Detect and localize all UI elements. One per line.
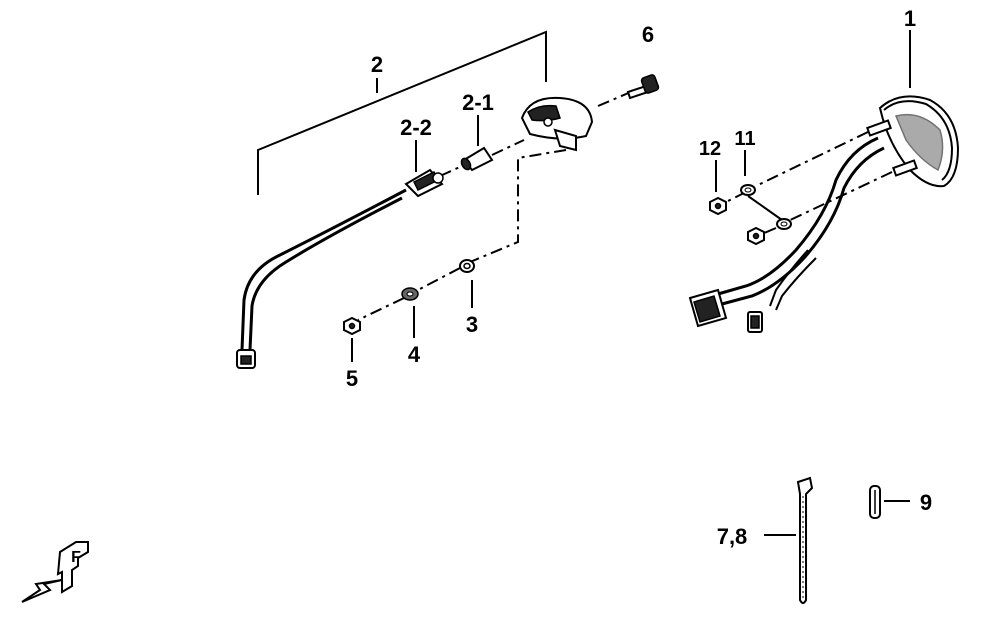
cable-tie-7-8 [796,476,814,604]
bolt-6 [626,74,660,100]
label-part-1: 1 [904,6,916,31]
nut-5 [343,316,361,336]
label-part-11: 11 [734,128,755,150]
label-part-3: 3 [466,312,478,337]
nut-12-lower [747,226,765,246]
label-part-5: 5 [346,366,358,391]
label-part-2-1: 2-1 [462,90,494,115]
tail-light-1 [866,95,960,188]
dash-lockwasher-nut [357,297,405,321]
label-part-7-8: 7,8 [717,524,748,549]
nut-12-upper [709,196,727,216]
tail-light-wiring [688,136,885,333]
front-marker-label: F [71,549,81,566]
license-light-housing [520,96,594,152]
dash-washer-nut-12 [721,191,747,205]
dash-washer-nut-lower [761,227,777,235]
label-part-6: 6 [642,22,654,47]
label-part-12: 12 [699,138,721,160]
front-direction-arrow-icon [21,541,89,603]
dash-washer-lockwasher [417,267,461,291]
label-part-4: 4 [408,342,421,367]
lock-washer-4 [401,287,419,301]
label-part-2-2: 2-2 [400,115,432,140]
washer-3 [459,259,475,273]
dash-stud-washer-11 [755,131,869,187]
wire-harness-2 [236,188,407,369]
leader-dash-6 [597,87,641,107]
washer-11-upper [740,184,756,196]
label-part-9: 9 [920,490,932,515]
clip-9 [869,485,881,519]
dash-socket-connector [439,165,463,177]
washer-11-lower [776,218,792,230]
bulb-socket-2-1 [460,146,494,172]
label-part-2: 2 [371,52,383,77]
dash-housing-washer [469,149,567,263]
link-washers [747,195,783,221]
connector-2-2 [404,168,444,198]
dash-stud-washer-lower [785,171,893,223]
dash-socket-housing [491,139,525,156]
assembly-bracket-2 [257,30,547,195]
